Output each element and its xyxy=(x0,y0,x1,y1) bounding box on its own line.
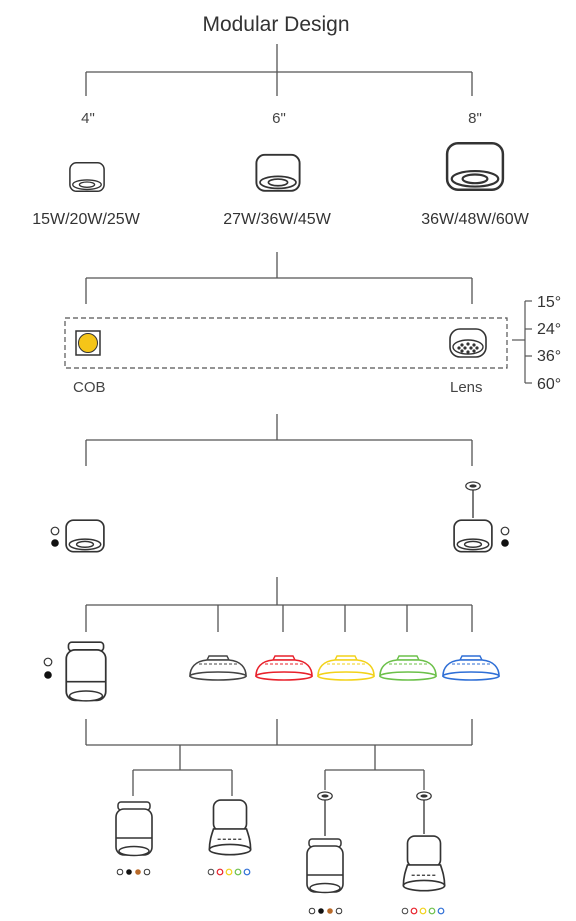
mounting-branch-lines xyxy=(85,414,473,466)
beam-angle-24: 24° xyxy=(537,321,561,338)
reflector-color-dots-icon xyxy=(207,868,251,876)
surface-reflector-icon xyxy=(208,799,252,856)
accessory-branch-lines xyxy=(85,577,473,632)
finish-dots-pendant-cylinder-icon xyxy=(308,907,343,915)
pendant-reflector-icon xyxy=(402,791,446,892)
black-white-finish-dots-icon xyxy=(43,657,53,679)
surface-cylinder-icon xyxy=(115,801,153,857)
downlight-4in-icon xyxy=(69,162,105,193)
reflector-shade-red-icon xyxy=(255,655,313,681)
reflector-shade-blue-icon xyxy=(442,655,500,681)
size-label-4in: 4" xyxy=(81,110,95,127)
size-label-6in: 6" xyxy=(272,110,286,127)
reflector-shade-white-icon xyxy=(189,655,247,681)
cylinder-housing-icon xyxy=(65,641,107,702)
beam-angle-bracket xyxy=(512,300,532,384)
diagram-title: Modular Design xyxy=(202,13,349,36)
downlight-8in-icon xyxy=(445,141,505,192)
light-source-branch-lines xyxy=(85,252,473,304)
lens-icon xyxy=(449,328,487,358)
reflector-shade-green-icon xyxy=(379,655,437,681)
pendant-downlight-icon xyxy=(453,481,493,553)
reflector-shade-yellow-icon xyxy=(317,655,375,681)
cob-chip-icon xyxy=(75,330,101,356)
size-label-8in: 8" xyxy=(468,110,482,127)
reflector-color-dots-pendant-icon xyxy=(401,907,445,915)
combination-branch-lines xyxy=(85,719,473,796)
wattage-4in: 15W/20W/25W xyxy=(32,211,140,228)
beam-angle-15: 15° xyxy=(537,294,561,311)
wattage-6in: 27W/36W/45W xyxy=(223,211,331,228)
size-branch-lines xyxy=(85,44,473,96)
beam-angle-36: 36° xyxy=(537,348,561,365)
light-source-box xyxy=(64,317,508,369)
wattage-8in: 36W/48W/60W xyxy=(421,211,529,228)
downlight-6in-icon xyxy=(255,153,301,192)
finish-dots-cylinder-icon xyxy=(116,868,151,876)
beam-angle-60: 60° xyxy=(537,376,561,393)
surface-mount-downlight-icon xyxy=(65,519,105,553)
cob-label: COB xyxy=(73,379,106,396)
black-white-finish-dots-icon xyxy=(50,526,60,547)
pendant-cylinder-icon xyxy=(306,791,344,894)
lens-label: Lens xyxy=(450,379,483,396)
black-white-finish-dots-icon xyxy=(500,526,510,547)
